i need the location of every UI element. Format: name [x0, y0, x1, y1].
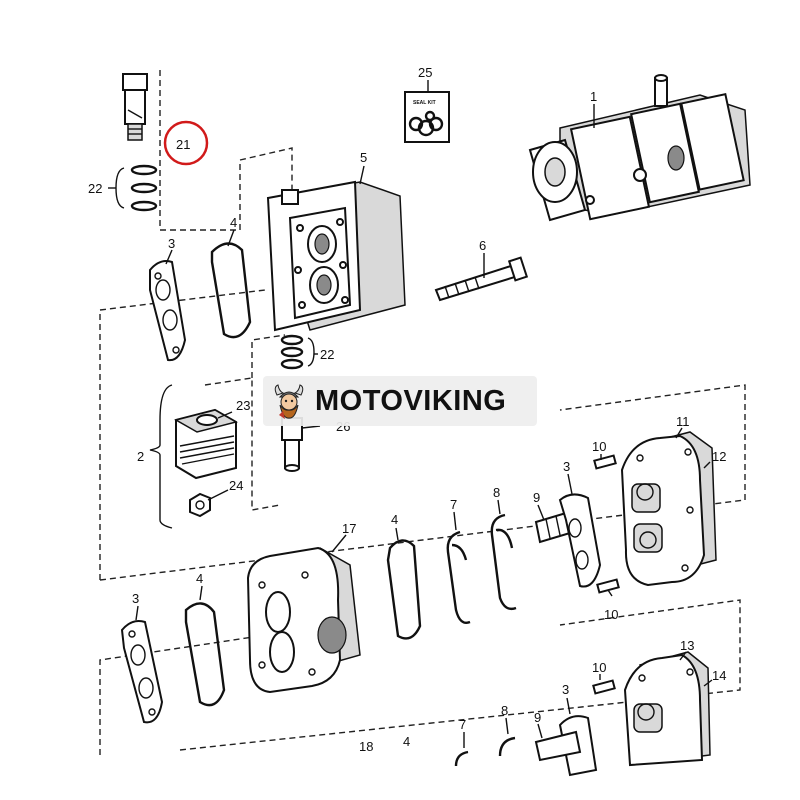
callout-7: 7: [450, 497, 457, 512]
callout-25: 25: [418, 65, 432, 80]
callout-5: 5: [360, 150, 367, 165]
callout-4: 4: [196, 571, 203, 586]
callout-18: 18: [359, 739, 373, 754]
callout-22: 22: [320, 347, 334, 362]
part-4-oring-upper: [210, 242, 252, 339]
part-4-oring-lower: [184, 602, 226, 707]
part-6-bolt: [434, 256, 529, 302]
callout-11: 11: [676, 414, 690, 429]
callout-22: 22: [88, 181, 102, 196]
leader-lines: [135, 80, 713, 748]
part-9-shaft-lower: [534, 730, 582, 762]
callout-3: 3: [132, 591, 139, 606]
callout-3: 3: [168, 236, 175, 251]
part-7-seal-lower: [454, 750, 469, 767]
bracket-part-2: [149, 384, 173, 529]
callout-10: 10: [604, 607, 618, 622]
callout-4: 4: [230, 215, 237, 230]
part-4-oring-middle: [386, 539, 422, 640]
callout-21: 21: [176, 137, 190, 152]
callout-13: 13: [680, 638, 694, 653]
callout-1: 1: [590, 89, 597, 104]
callout-23: 23: [236, 398, 250, 413]
part-3-wear-plate-lower: [120, 620, 164, 724]
callout-12: 12: [712, 449, 726, 464]
assembly-dashed-lines: [99, 70, 746, 755]
part-8-backup-ring-middle: [490, 513, 517, 611]
callout-4: 4: [391, 512, 398, 527]
callout-14: 14: [712, 668, 726, 683]
part-7-seal-middle: [446, 530, 471, 624]
callout-17: 17: [342, 521, 356, 536]
part-3-wear-plate-middle: [558, 493, 602, 588]
callout-4: 4: [403, 734, 410, 749]
part-22-orings-upper: [115, 164, 158, 212]
part-10-dowel-lower: [592, 679, 616, 695]
part-21-relief-cartridge: [122, 73, 148, 141]
part-17-gear-housing: [246, 546, 361, 694]
part-10-dowels-middle: [593, 454, 620, 594]
callout-6: 6: [479, 238, 486, 253]
part-25-seal-kit: SEAL KIT: [404, 91, 450, 143]
callout-24: 24: [229, 478, 243, 493]
callout-7: 7: [459, 717, 466, 732]
highlight-circle-21: [163, 120, 209, 166]
viking-mascot-icon: [274, 384, 304, 419]
callout-8: 8: [493, 485, 500, 500]
callout-2: 2: [137, 449, 144, 464]
callout-10: 10: [592, 439, 606, 454]
callout-3: 3: [562, 682, 569, 697]
part-8-backup-ring-lower: [498, 736, 516, 757]
part-5-end-housing: [266, 180, 406, 332]
part-1-pump-assembly: [528, 74, 751, 222]
callout-8: 8: [501, 703, 508, 718]
watermark-text: MOTOVIKING: [315, 384, 507, 417]
part-11-gear-body-middle: [620, 431, 717, 587]
callout-9: 9: [534, 710, 541, 725]
part-13-gear-body-lower: [623, 651, 711, 767]
part-3-wear-plate-upper: [149, 260, 187, 362]
callout-3: 3: [563, 459, 570, 474]
callout-9: 9: [533, 490, 540, 505]
motoviking-watermark: MOTOVIKING: [263, 376, 537, 426]
part-22-orings-lower: [280, 334, 315, 370]
part-24-nut: [189, 492, 211, 518]
seal-kit-label: SEAL KIT: [413, 100, 436, 106]
callout-10: 10: [592, 660, 606, 675]
part-23-valve-block: [174, 408, 238, 480]
